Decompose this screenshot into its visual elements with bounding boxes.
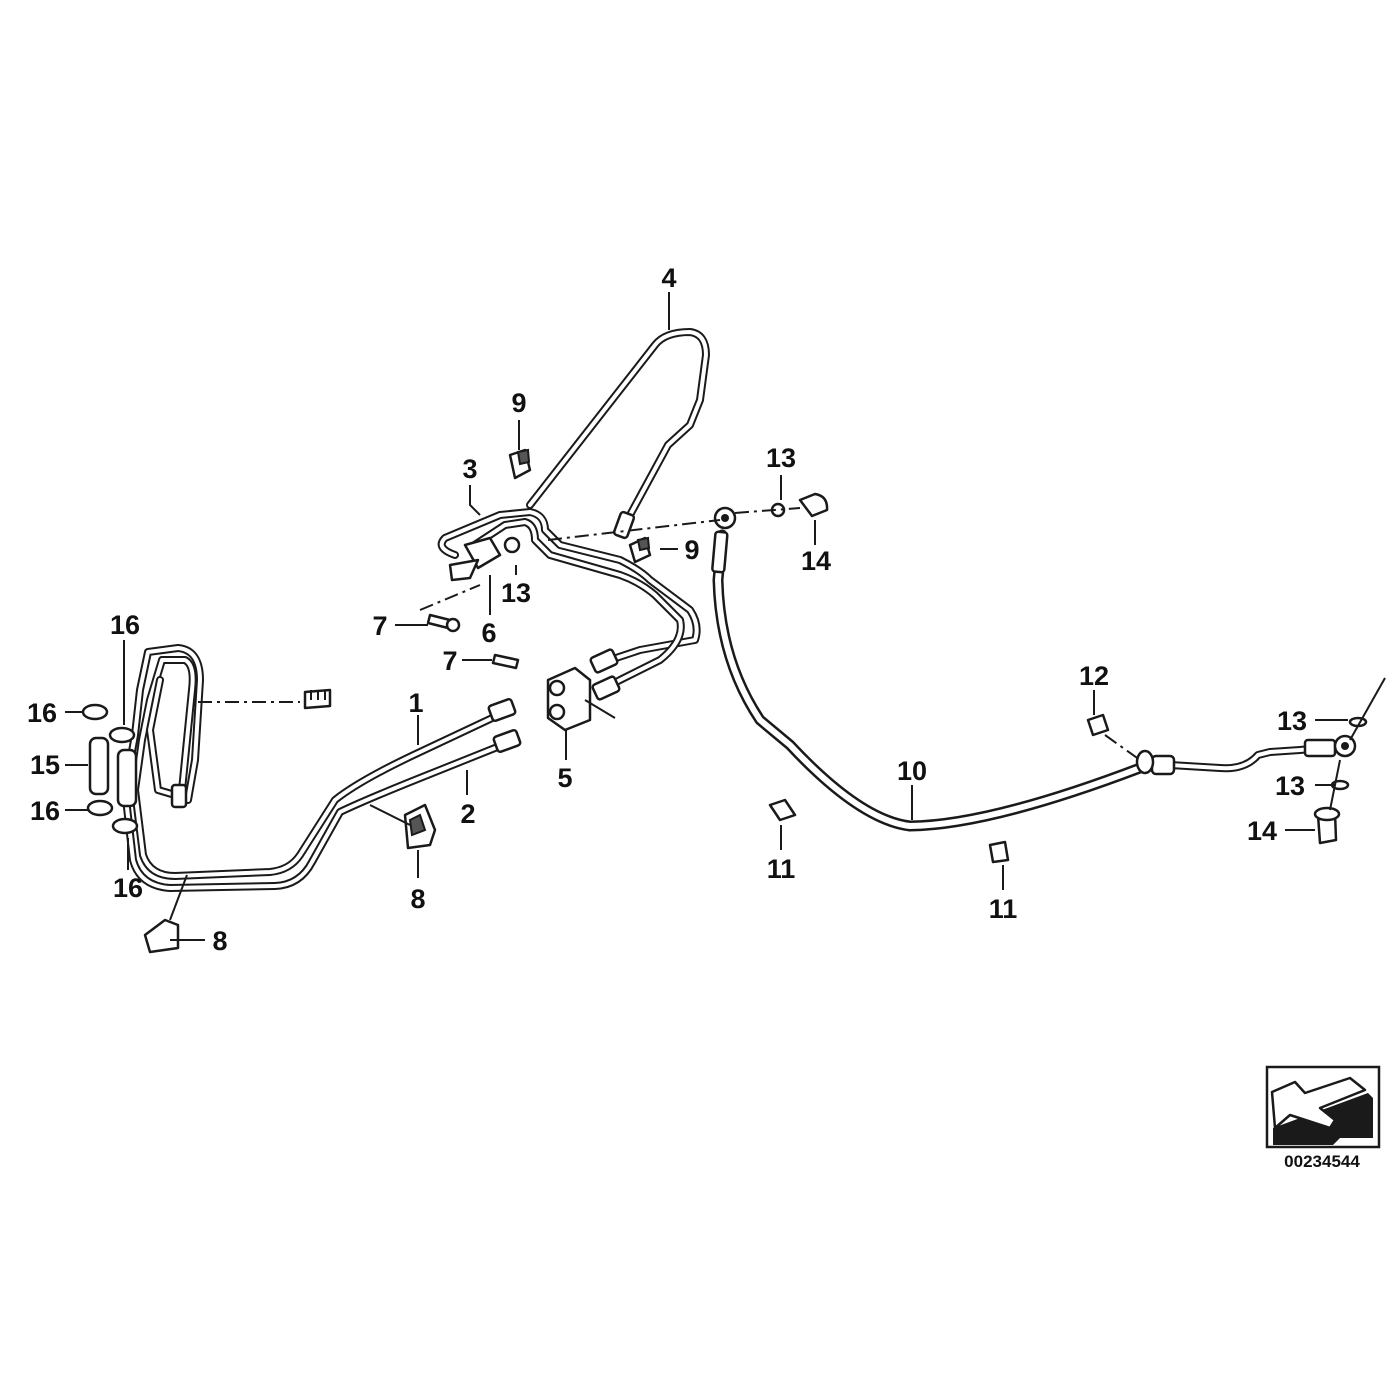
pipe-nut <box>492 728 522 754</box>
hollow-bolt-14-upper <box>770 492 829 518</box>
sealing-washer <box>503 536 521 554</box>
label-10: 10 <box>897 756 927 786</box>
pipe-nut <box>170 783 188 809</box>
pressure-regulator-6 <box>448 536 521 582</box>
brake-hose-10 <box>711 506 1357 832</box>
orientation-box <box>1265 1065 1381 1149</box>
label-6: 6 <box>481 618 496 648</box>
bolt-12 <box>1086 713 1110 737</box>
hose-end-fitting <box>711 530 729 574</box>
o-ring-16 <box>86 799 114 817</box>
pipe-nut <box>591 675 621 701</box>
label-4: 4 <box>661 263 676 293</box>
label-14-right: 14 <box>1247 816 1277 846</box>
bracket-small <box>303 688 332 710</box>
hose-bracket <box>1135 749 1155 775</box>
label-7-upper: 7 <box>372 611 387 641</box>
label-7-lower: 7 <box>442 646 457 676</box>
o-ring-16 <box>108 726 136 744</box>
label-5: 5 <box>557 763 572 793</box>
label-16-left-lower: 16 <box>30 796 60 826</box>
bolt-7-lower <box>491 653 520 670</box>
hollow-bolt-14-right <box>1313 806 1341 845</box>
label-11-right: 11 <box>989 894 1018 924</box>
label-2: 2 <box>460 799 475 829</box>
clip-11-right <box>988 840 1010 864</box>
o-ring-16 <box>81 703 109 721</box>
label-13-center: 13 <box>501 578 531 608</box>
direction-arrow-icon <box>1270 1076 1367 1130</box>
pipe-nut <box>612 510 636 540</box>
label-1: 1 <box>408 688 423 718</box>
washers-13-right <box>1330 716 1368 791</box>
clip-11-left <box>768 798 797 822</box>
brake-line-1-2 <box>121 644 514 892</box>
label-8-middle: 8 <box>410 884 425 914</box>
diagram-part-number: 00234544 <box>1284 1152 1360 1171</box>
label-8-lower: 8 <box>212 926 227 956</box>
pipe-nut <box>589 648 619 674</box>
label-9-upper: 9 <box>511 388 526 418</box>
grommet <box>1150 754 1176 776</box>
label-16-left-upper: 16 <box>27 698 57 728</box>
label-3: 3 <box>462 454 477 484</box>
label-9-right: 9 <box>684 535 699 565</box>
assembly-lines <box>65 292 1386 941</box>
label-13-right-upper: 13 <box>1277 706 1307 736</box>
bolt-7-upper <box>426 613 461 633</box>
clip-8-lower <box>143 918 180 954</box>
sleeve-15 <box>88 736 110 796</box>
clip-9-upper <box>508 448 532 480</box>
label-15: 15 <box>30 750 60 780</box>
label-11-left: 11 <box>767 854 796 884</box>
label-13-upper-right: 13 <box>766 443 796 473</box>
label-14-upper: 14 <box>801 546 831 576</box>
callout-labels: 4 9 3 13 9 14 13 6 7 7 16 16 1 15 5 2 16… <box>27 263 1307 956</box>
clip-8-middle <box>403 803 437 850</box>
seals-and-sleeves <box>81 703 139 835</box>
label-12: 12 <box>1079 661 1109 691</box>
clip-9-right <box>628 536 652 564</box>
label-13-right-lower: 13 <box>1275 771 1305 801</box>
label-16-bottom: 16 <box>113 873 143 903</box>
brake-line-3-4 <box>437 328 710 692</box>
o-ring-16 <box>111 817 139 835</box>
pipe-nut <box>487 697 517 723</box>
hose-end-fitting-right <box>1303 738 1337 758</box>
label-16-top: 16 <box>110 610 140 640</box>
distributor-block-5 <box>546 666 616 732</box>
sleeve-15 <box>116 748 138 808</box>
